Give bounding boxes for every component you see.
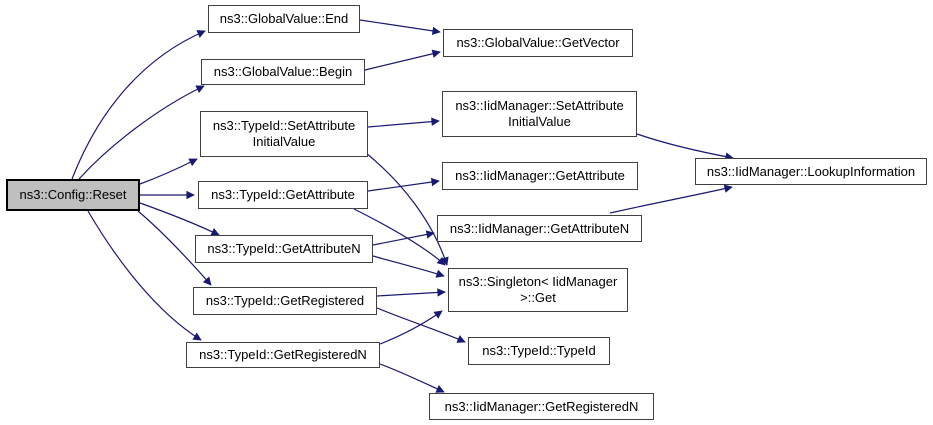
edge-config-reset--typeid-getattributen <box>139 202 220 236</box>
node-label: ns3::GlobalValue::Begin <box>213 64 353 79</box>
edge-typeid-getattribute--iidmanager-getattribute <box>367 177 440 192</box>
node-label: ns3::IidManager::GetAttributeN <box>449 220 630 236</box>
node-typeid-getregistered[interactable]: ns3::TypeId::GetRegistered <box>193 287 377 315</box>
node-label: ns3::IidManager::GetAttribute <box>455 168 625 183</box>
node-iidmanager-getattributen[interactable]: ns3::IidManager::GetAttributeN <box>437 215 642 242</box>
edge-typeid-getattributen--singleton-get <box>372 255 445 278</box>
node-typeid-getattributen[interactable]: ns3::TypeId::GetAttributeN <box>195 235 373 263</box>
edge-config-reset--typeid-setattributeinitialvalue <box>139 158 198 185</box>
edge-typeid-getregisteredn--singleton-get <box>379 310 443 345</box>
edge-typeid-getattributen--iidmanager-getattributen <box>372 230 435 246</box>
edge-typeid-getregistered--singleton-get <box>376 288 446 297</box>
node-iidmanager-getregisteredn[interactable]: ns3::IidManager::GetRegisteredN <box>429 393 654 420</box>
node-label: InitialValue <box>508 114 571 129</box>
edge-config-reset--globalvalue-begin <box>78 85 205 180</box>
edge-config-reset--typeid-getregistered <box>137 210 212 286</box>
edge-group <box>71 19 734 393</box>
node-iidmanager-getattribute[interactable]: ns3::IidManager::GetAttribute <box>442 162 638 190</box>
node-label: ns3::IidManager::SetAttribute <box>455 98 624 113</box>
edge-typeid-setattributeinitialvalue--singleton-get <box>365 152 449 266</box>
edge-config-reset--typeid-getregisteredn <box>87 210 202 341</box>
node-typeid-getattribute[interactable]: ns3::TypeId::GetAttribute <box>198 181 368 209</box>
edge-globalvalue-begin--globalvalue-getvector <box>364 49 441 71</box>
node-label: ns3::TypeId::SetAttribute <box>212 118 356 133</box>
edge-typeid-getregisteredn--iidmanager-getregisteredn <box>379 363 445 393</box>
edge-typeid-setattributeinitialvalue--iidmanager-setattributeinitialvalue <box>367 117 440 128</box>
node-singleton-get[interactable]: ns3::Singleton< IidManager>::Get <box>448 268 628 312</box>
node-label: ns3::IidManager::GetRegisteredN <box>444 398 639 414</box>
node-label: ns3::GlobalValue::End <box>219 11 349 26</box>
edge-typeid-getattribute--singleton-get <box>353 208 446 266</box>
node-label: InitialValue <box>252 134 316 149</box>
edge-typeid-getregistered--typeid-typeid <box>376 307 466 343</box>
edge-iidmanager-getattributen--iidmanager-lookupinformation <box>609 184 733 214</box>
node-label: ns3::Config::Reset <box>19 187 127 202</box>
edge-iidmanager-setattributeinitialvalue--iidmanager-lookupinformation <box>636 133 734 161</box>
node-label: ns3::Singleton< IidManager <box>458 274 618 289</box>
node-label: ns3::TypeId::GetRegisteredN <box>199 347 367 362</box>
node-globalvalue-end[interactable]: ns3::GlobalValue::End <box>208 5 360 33</box>
node-label: ns3::TypeId::TypeId <box>482 343 596 358</box>
node-globalvalue-getvector[interactable]: ns3::GlobalValue::GetVector <box>443 29 633 57</box>
node-typeid-getregisteredn[interactable]: ns3::TypeId::GetRegisteredN <box>186 342 380 368</box>
node-globalvalue-begin[interactable]: ns3::GlobalValue::Begin <box>201 59 365 85</box>
edge-config-reset--globalvalue-end <box>71 30 206 180</box>
node-label: ns3::TypeId::GetAttributeN <box>207 241 361 256</box>
node-label: ns3::IidManager::LookupInformation <box>706 163 916 179</box>
node-label: ns3::TypeId::GetRegistered <box>205 293 365 308</box>
edge-globalvalue-end--globalvalue-getvector <box>359 19 441 36</box>
node-label: ns3::GlobalValue::GetVector <box>456 35 620 50</box>
node-label: ns3::TypeId::GetAttribute <box>211 187 355 202</box>
node-label: >::Get <box>520 290 556 305</box>
node-iidmanager-lookupinformation[interactable]: ns3::IidManager::LookupInformation <box>695 158 927 185</box>
node-typeid-typeid[interactable]: ns3::TypeId::TypeId <box>468 337 610 365</box>
node-config-reset[interactable]: ns3::Config::Reset <box>6 179 140 211</box>
